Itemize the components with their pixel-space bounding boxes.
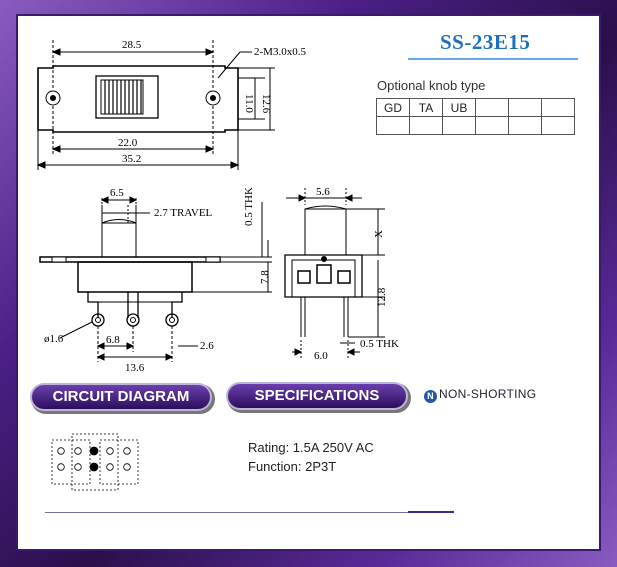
dim-overall-length: 35.2 [122, 153, 141, 165]
dim-knob-width: 6.5 [110, 187, 124, 199]
title-underline [408, 58, 578, 60]
dim-hole-span: 22.0 [118, 137, 138, 149]
non-shorting-icon: N [424, 390, 437, 403]
knob-cell [541, 116, 575, 135]
footer-divider [45, 512, 453, 513]
dim-mounting-screw: 2-M3.0x0.5 [254, 46, 306, 58]
circuit-diagram [51, 433, 139, 491]
circuit-diagram-header: CIRCUIT DIAGRAM [32, 385, 210, 409]
top-view-drawing [36, 40, 275, 170]
optional-knob-label: Optional knob type [377, 78, 486, 93]
dim-pin-span: 13.6 [125, 362, 145, 374]
front-view-drawing [39, 196, 272, 362]
side-view-drawing [284, 188, 385, 360]
footer-divider-accent [408, 511, 454, 513]
dim-pin-dia: ø1.6 [44, 333, 64, 345]
dim-body-height: 7.8 [259, 270, 271, 284]
dim-pin-length: 2.6 [200, 340, 214, 352]
dim-side-height: 12.8 [376, 287, 388, 307]
dim-side-x: X [373, 230, 385, 238]
dim-travel: 2.7 TRAVEL [154, 207, 213, 219]
part-number-title: SS-23E15 [440, 30, 531, 54]
dim-pin-pitch: 6.8 [106, 334, 120, 346]
non-shorting-text: NON-SHORTING [439, 387, 537, 401]
specifications-header: SPECIFICATIONS [228, 384, 406, 408]
dim-side-knob: 5.6 [316, 186, 330, 198]
knob-type-table: GD TA UB [376, 98, 575, 135]
dim-top-width: 28.5 [122, 39, 142, 51]
dim-height-outer: 12.6 [260, 94, 272, 114]
dim-height-inner: 11.0 [243, 94, 255, 113]
dim-side-thk: 0.5 THK [360, 338, 399, 350]
dim-plate-thk: 0.5 THK [243, 187, 255, 226]
spec-rating: Rating: 1.5A 250V AC [248, 440, 374, 455]
spec-function: Function: 2P3T [248, 459, 337, 474]
dim-side-width: 6.0 [314, 350, 328, 362]
